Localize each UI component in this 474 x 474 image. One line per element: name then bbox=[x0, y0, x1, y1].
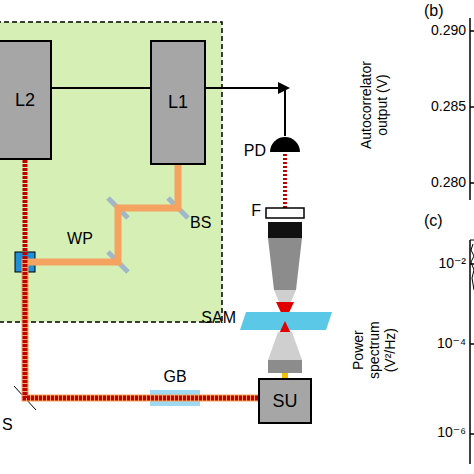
tick bbox=[470, 182, 474, 184]
panel-letter: (c) bbox=[424, 212, 443, 230]
part-label: F bbox=[251, 202, 261, 220]
filter bbox=[266, 208, 304, 218]
part-label: GB bbox=[163, 368, 186, 386]
part-label: S bbox=[2, 416, 13, 434]
axis-title: Autocorrelator output (V) bbox=[358, 40, 390, 170]
axis bbox=[469, 240, 471, 464]
box-label: L2 bbox=[15, 90, 35, 111]
tick-label: 10⁻² bbox=[438, 255, 466, 271]
photodiode bbox=[270, 137, 300, 152]
tick bbox=[470, 343, 474, 345]
tick bbox=[470, 106, 474, 108]
scan-unit-box: SU bbox=[258, 378, 312, 424]
light-beam bbox=[25, 165, 258, 398]
panel-letter: (b) bbox=[424, 2, 444, 20]
part-label: PD bbox=[244, 142, 266, 160]
tick bbox=[470, 433, 474, 435]
objective bbox=[268, 332, 302, 360]
laser-box: L2 bbox=[0, 40, 52, 160]
part-label: BS bbox=[190, 214, 211, 232]
tick bbox=[470, 30, 474, 32]
part-label: SAM bbox=[201, 309, 236, 327]
objective-cap bbox=[268, 360, 302, 373]
tick-label: 10⁻⁴ bbox=[437, 335, 466, 351]
laser-box: L1 bbox=[150, 40, 206, 165]
axis bbox=[469, 18, 471, 200]
tick-label: 10⁻⁶ bbox=[437, 424, 466, 440]
signal-arrowhead bbox=[278, 82, 290, 94]
objective-tip bbox=[274, 290, 296, 302]
part-label: WP bbox=[67, 230, 93, 248]
objective bbox=[268, 238, 302, 290]
axis-title: Power spectrum (V²/Hz) bbox=[350, 309, 398, 391]
laser-enclosure bbox=[0, 22, 222, 322]
tick-label: 0.285 bbox=[431, 98, 466, 114]
light-beam bbox=[25, 160, 258, 398]
objective-cap bbox=[268, 222, 302, 238]
tick-label: 0.280 bbox=[431, 174, 466, 190]
beam bbox=[283, 154, 287, 208]
plot-trace bbox=[471, 244, 474, 290]
box-label: SU bbox=[272, 391, 297, 412]
box-label: L1 bbox=[168, 92, 188, 113]
tick-label: 0.290 bbox=[431, 22, 466, 38]
